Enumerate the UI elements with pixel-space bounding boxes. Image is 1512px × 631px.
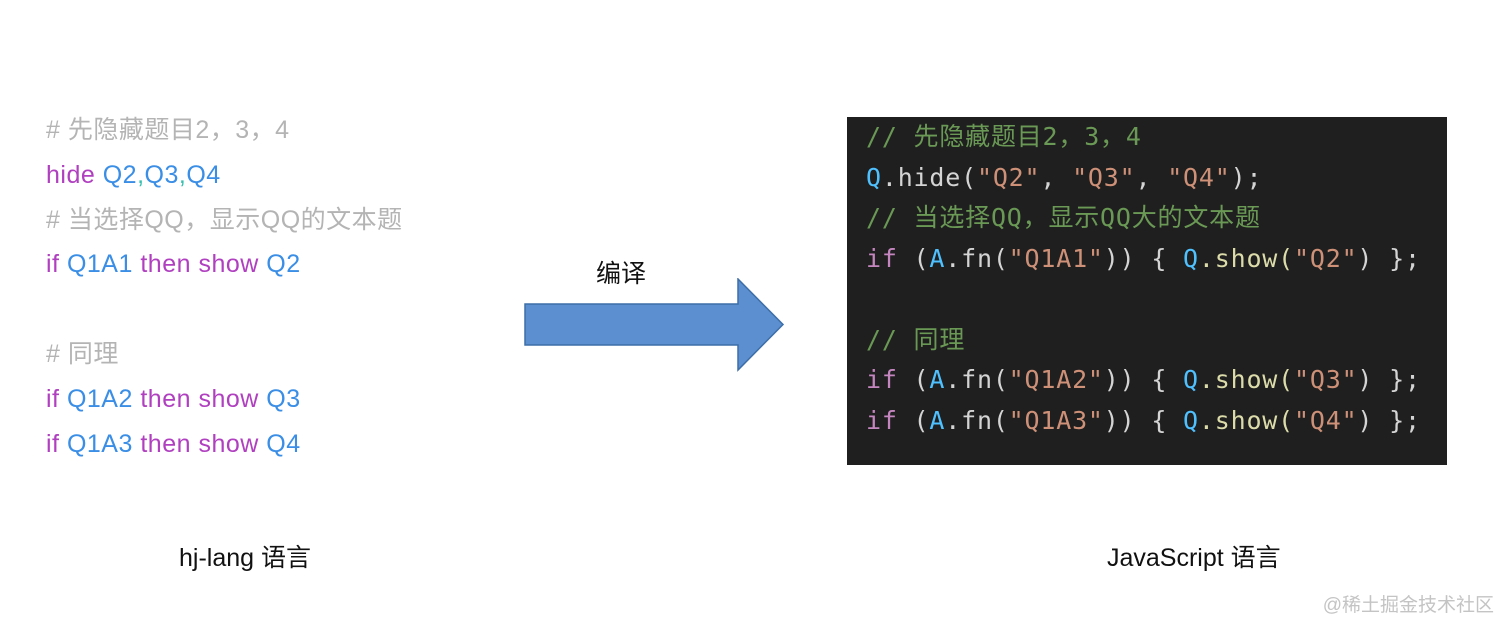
code-identifier: Q2 (102, 160, 138, 189)
code-string: "Q1A1" (1008, 243, 1104, 273)
js-code-blank-line (866, 279, 1421, 320)
js-code-line: // 同理 (866, 320, 1421, 361)
code-object: A (929, 405, 946, 435)
code-comment: // 同理 (866, 324, 966, 354)
hj-code-line: if Q1A2 then show Q3 (46, 377, 403, 422)
code-comment: # 当选择QQ，显示QQ的文本题 (46, 205, 403, 234)
code-punct: ) }; (1357, 243, 1421, 273)
js-code-line: // 当选择QQ，显示QQ大的文本题 (866, 198, 1421, 239)
hj-code-line: if Q1A3 then show Q4 (46, 422, 403, 467)
code-method: .hide( (881, 162, 977, 192)
code-keyword: show (198, 384, 259, 413)
code-method: .fn( (945, 365, 1009, 394)
code-keyword: show (198, 429, 259, 458)
code-punct: )) { (1103, 405, 1184, 435)
javascript-caption: JavaScript 语言 (1107, 544, 1281, 572)
code-keyword: if (46, 250, 60, 279)
hj-code-line: # 当选择QQ，显示QQ的文本题 (46, 198, 403, 243)
code-keyword: if (866, 405, 898, 435)
js-code-line: if (A.fn("Q1A1")) { Q.show("Q2") }; (866, 239, 1421, 280)
code-punct: ( (897, 405, 930, 435)
compile-arrow-icon (524, 278, 785, 372)
code-keyword: show (198, 250, 259, 279)
code-comment: # 先隐藏题目2，3，4 (46, 116, 290, 144)
code-keyword: if (46, 384, 60, 413)
watermark-text: @稀土掘金技术社区 (1322, 595, 1494, 616)
javascript-code-block: // 先隐藏题目2，3，4 Q.hide("Q2", "Q3", "Q4"); … (866, 117, 1421, 441)
code-method: .fn( (945, 405, 1009, 435)
code-comment: # 同理 (46, 339, 119, 368)
code-keyword: if (866, 243, 898, 273)
code-keyword: if (46, 429, 60, 458)
js-code-line: if (A.fn("Q1A2")) { Q.show("Q3") }; (866, 360, 1421, 401)
code-identifier: Q4 (186, 160, 221, 189)
code-comment: // 先隐藏题目2，3，4 (866, 122, 1142, 151)
code-identifier: Q1A2 (66, 384, 133, 413)
code-punct: ( (897, 365, 930, 394)
hj-code-line: if Q1A1 then show Q2 (46, 242, 403, 287)
js-code-line: Q.hide("Q2", "Q3", "Q4"); (866, 158, 1421, 199)
javascript-code-editor: // 先隐藏题目2，3，4 Q.hide("Q2", "Q3", "Q4"); … (847, 117, 1447, 465)
code-separator: , (178, 160, 187, 189)
code-method: .show( (1198, 243, 1295, 273)
code-string: "Q4" (1167, 162, 1231, 192)
code-punct: , (1135, 162, 1168, 192)
code-punct: ( (897, 243, 930, 273)
code-punct: )) { (1103, 243, 1184, 273)
code-string: "Q1A3" (1008, 405, 1104, 435)
hj-code-line: # 同理 (46, 332, 403, 377)
code-keyword: then (140, 384, 192, 413)
code-string: "Q4" (1294, 405, 1358, 435)
code-object: A (929, 243, 946, 273)
arrow-shape (524, 278, 785, 372)
code-method: .show( (1198, 405, 1295, 435)
code-string: "Q3" (1072, 162, 1136, 192)
code-object: Q (866, 162, 882, 192)
code-identifier: Q1A1 (66, 250, 133, 279)
js-code-line: // 先隐藏题目2，3，4 (866, 117, 1421, 158)
code-punct: , (1040, 162, 1073, 192)
code-punct: )) { (1103, 365, 1184, 394)
hj-lang-code-block: # 先隐藏题目2，3，4 hide Q2,Q3,Q4 # 当选择QQ，显示QQ的… (46, 108, 403, 466)
code-string: "Q1A2" (1008, 365, 1104, 394)
code-identifier: Q3 (144, 160, 179, 189)
code-method: .fn( (945, 243, 1009, 273)
code-keyword: then (140, 429, 192, 458)
hj-code-blank-line (46, 287, 403, 332)
code-string: "Q2" (976, 162, 1041, 192)
code-identifier: Q1A3 (66, 429, 133, 458)
code-identifier: Q4 (266, 429, 301, 458)
code-punct: ) }; (1357, 405, 1421, 435)
code-identifier: Q2 (266, 250, 301, 279)
hj-lang-caption: hj-lang 语言 (179, 544, 311, 572)
code-keyword: hide (46, 160, 96, 189)
hj-code-line: # 先隐藏题目2，3，4 (46, 108, 403, 153)
code-method: .show( (1198, 365, 1295, 394)
code-comment: // 当选择QQ，显示QQ大的文本题 (866, 203, 1261, 232)
code-object: Q (1183, 243, 1199, 273)
code-object: A (929, 365, 946, 394)
code-separator: , (137, 160, 145, 189)
code-string: "Q3" (1294, 365, 1358, 394)
code-identifier: Q3 (266, 384, 301, 413)
code-string: "Q2" (1294, 243, 1358, 273)
code-object: Q (1183, 405, 1199, 435)
code-punct: ) }; (1357, 365, 1421, 394)
js-code-line: if (A.fn("Q1A3")) { Q.show("Q4") }; (866, 401, 1421, 442)
code-keyword: then (140, 250, 192, 279)
code-keyword: if (866, 365, 898, 394)
compile-label: 编译 (596, 260, 647, 288)
hj-code-line: hide Q2,Q3,Q4 (46, 153, 403, 198)
code-object: Q (1183, 365, 1199, 394)
code-punct: ); (1230, 162, 1263, 192)
